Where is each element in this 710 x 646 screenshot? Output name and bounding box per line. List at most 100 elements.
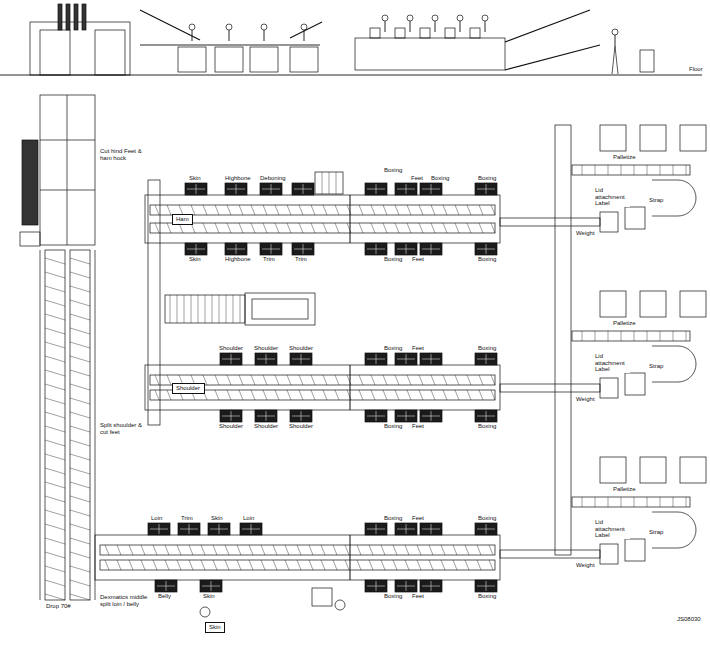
line <box>419 223 423 233</box>
station-label: Drop 70# <box>45 603 72 610</box>
line <box>405 560 409 570</box>
work-station <box>420 243 442 255</box>
station-label: Boxing <box>477 175 497 182</box>
table <box>250 47 278 72</box>
line <box>465 560 469 570</box>
line <box>491 375 495 385</box>
line <box>303 244 304 254</box>
station-label: Shoulder <box>288 345 314 352</box>
hook-post <box>58 4 62 30</box>
line <box>212 295 213 323</box>
frame <box>40 30 70 75</box>
line <box>335 205 339 215</box>
work-station <box>365 523 387 535</box>
line <box>236 244 237 254</box>
transfer-conveyor <box>148 180 160 425</box>
line <box>237 545 241 555</box>
line <box>333 545 337 555</box>
hopper <box>245 293 315 325</box>
hook-post <box>66 4 70 30</box>
incline-conveyor <box>505 45 600 70</box>
line <box>261 560 265 570</box>
line <box>381 545 385 555</box>
line <box>486 244 487 254</box>
station-label: Dexmatics middle split loin / belly <box>99 594 149 607</box>
line <box>215 390 219 400</box>
station-label: Boxing <box>383 167 403 174</box>
line <box>491 205 495 215</box>
frame <box>252 299 308 319</box>
work-station <box>178 523 200 535</box>
worker-head <box>382 15 388 21</box>
station-label: Feet <box>410 175 424 182</box>
work-station <box>365 183 387 195</box>
work-station <box>395 410 417 422</box>
line <box>407 205 411 215</box>
worker-head <box>226 24 232 30</box>
pallet-square <box>600 457 626 483</box>
box <box>470 28 480 38</box>
work-station <box>220 353 242 365</box>
line <box>45 286 65 292</box>
pallet-square <box>680 457 706 483</box>
line <box>329 172 330 194</box>
line <box>376 354 377 364</box>
line <box>239 390 243 400</box>
line <box>467 390 471 400</box>
work-station <box>290 410 312 422</box>
line <box>40 250 41 600</box>
line <box>311 223 315 233</box>
work-station <box>395 353 417 365</box>
work-station <box>365 410 387 422</box>
line <box>70 594 90 600</box>
line <box>431 581 432 591</box>
line <box>45 300 65 306</box>
line <box>371 375 375 385</box>
line <box>376 524 377 534</box>
line <box>287 223 291 233</box>
line <box>419 375 423 385</box>
station-label: Feet <box>411 256 425 263</box>
station-label: Strap <box>648 197 664 204</box>
worker-body <box>485 21 486 32</box>
boxing-machine <box>315 172 343 194</box>
work-station <box>365 243 387 255</box>
line <box>595 331 596 341</box>
line <box>70 566 90 572</box>
station-label: Weight <box>575 396 596 403</box>
line <box>236 184 237 194</box>
line <box>335 223 339 233</box>
line <box>465 545 469 555</box>
hook-post <box>74 4 78 30</box>
line <box>621 165 622 175</box>
line <box>608 331 609 341</box>
line <box>455 205 459 215</box>
line <box>45 328 65 334</box>
line <box>467 375 471 385</box>
station-label: Strap <box>648 363 664 370</box>
line <box>263 375 267 385</box>
line <box>660 331 661 341</box>
line <box>45 426 65 432</box>
line <box>660 497 661 507</box>
output-conveyor <box>500 550 600 558</box>
node-text: Skin <box>206 623 224 632</box>
station-label: Boxing <box>477 515 497 522</box>
line <box>376 581 377 591</box>
line <box>395 390 399 400</box>
line <box>431 223 435 233</box>
line <box>184 295 185 323</box>
line <box>323 375 327 385</box>
line <box>486 581 487 591</box>
line <box>419 390 423 400</box>
line <box>323 390 327 400</box>
station-label: Shoulder <box>218 423 244 430</box>
box <box>395 28 405 38</box>
line <box>273 560 277 570</box>
line <box>673 497 674 507</box>
line <box>167 375 171 385</box>
line <box>429 560 433 570</box>
station-label: Boxing <box>477 593 497 600</box>
line <box>634 165 635 175</box>
line <box>201 545 205 555</box>
